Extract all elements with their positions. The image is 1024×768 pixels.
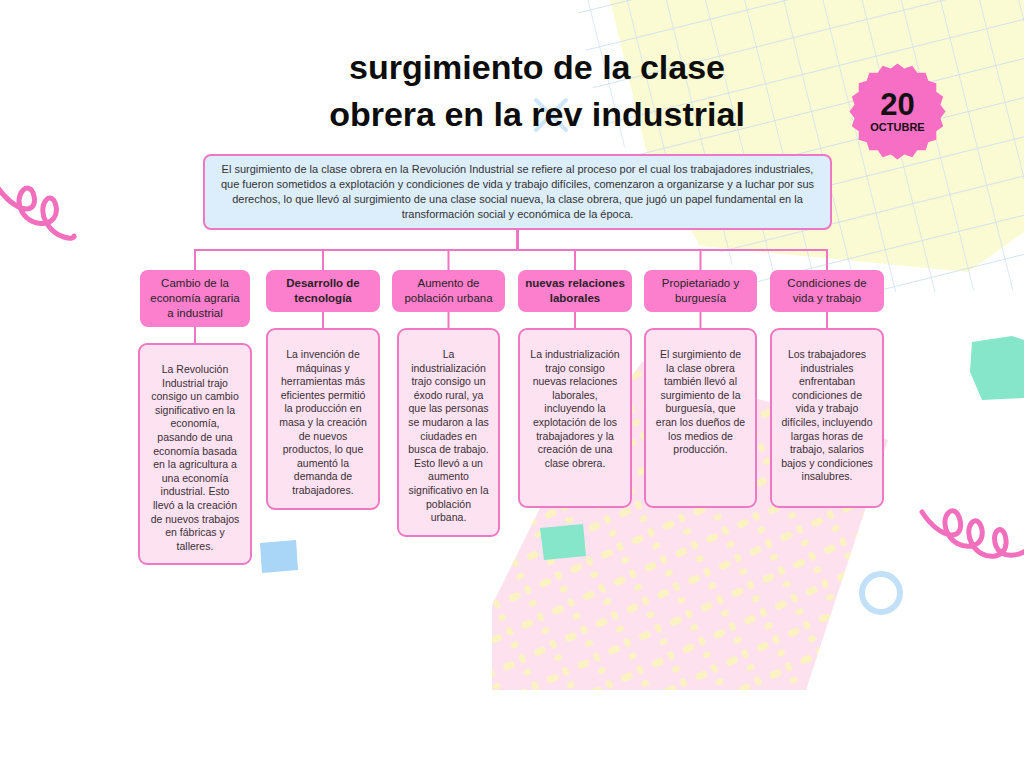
topic-body: Los trabajadores industriales enfrentaba…: [770, 328, 884, 508]
pink-squiggle: [922, 511, 1024, 557]
green-blob: [540, 524, 586, 560]
node-text: El surgimiento de la clase obrera en la …: [217, 162, 818, 222]
node-text: Los trabajadores industriales enfrentaba…: [781, 348, 873, 484]
node-text: La industrialización trajo consigo un éx…: [408, 348, 489, 525]
connector-line: [323, 230, 518, 270]
node-text: El surgimiento de la clase obrera tambié…: [655, 348, 746, 457]
node-text: Desarrollo de tecnología: [272, 276, 374, 306]
node-text: Propietariado y burguesía: [650, 276, 751, 306]
green-blob: [970, 336, 1024, 400]
topic-body: La Revolución Industrial trajo consigo u…: [138, 343, 252, 565]
blue-blob: [260, 540, 298, 573]
topic-body: El surgimiento de la clase obrera tambié…: [644, 328, 757, 508]
connector-line: [574, 312, 576, 328]
connector-line: [322, 312, 324, 328]
connector-line: [826, 312, 828, 328]
connector-line: [194, 327, 196, 343]
connector-line: [449, 230, 518, 270]
topic-body: La industrialización trajo consigo nueva…: [518, 328, 632, 508]
node-text: La invención de máquinas y herramientas …: [277, 348, 369, 498]
node-text: Condiciones de vida y trabajo: [776, 276, 878, 306]
topic-body: La industrialización trajo consigo un éx…: [397, 328, 500, 537]
diagram-title: surgimiento de la clase obrera en la rev…: [292, 44, 782, 138]
date-badge: 20OCTUBRE: [849, 63, 946, 160]
topic-body: La invención de máquinas y herramientas …: [266, 328, 380, 510]
topic-header: Desarrollo de tecnología: [266, 270, 380, 312]
connector-line: [518, 230, 828, 270]
topic-header: Aumento de población urbana: [392, 270, 505, 312]
starburst: [850, 64, 946, 160]
node-text: nuevas relaciones laborales: [524, 276, 626, 306]
node-text: OCTUBRE: [870, 121, 924, 134]
node-text: Aumento de población urbana: [398, 276, 499, 306]
topic-header: Condiciones de vida y trabajo: [770, 270, 884, 312]
intro-box: El surgimiento de la clase obrera en la …: [203, 154, 832, 230]
node-text: Cambio de la economía agraria a industri…: [146, 276, 244, 321]
topic-header: nuevas relaciones laborales: [518, 270, 632, 312]
node-text: 20: [880, 89, 914, 120]
topic-header: Propietariado y burguesía: [644, 270, 757, 312]
connector-line: [700, 312, 702, 328]
connector-line: [448, 312, 450, 328]
topic-header: Cambio de la economía agraria a industri…: [140, 270, 250, 327]
node-text: La industrialización trajo consigo nueva…: [529, 348, 621, 470]
pink-squiggle: [0, 182, 74, 238]
blue-ring: [862, 574, 900, 612]
node-text: La Revolución Industrial trajo consigo u…: [149, 363, 241, 553]
connector-line: [195, 230, 518, 270]
